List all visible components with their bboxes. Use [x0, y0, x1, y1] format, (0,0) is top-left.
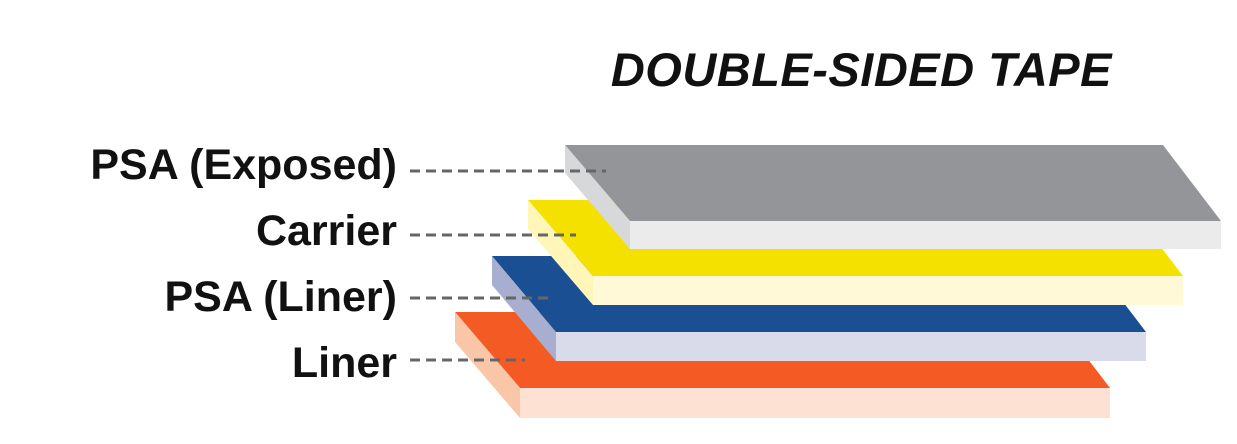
label-psa-liner: PSA (Liner) [164, 273, 397, 321]
layer-liner-side [455, 312, 520, 418]
layer-carrier-front [593, 276, 1183, 305]
label-liner: Liner [291, 339, 397, 387]
layer-carrier-side [528, 200, 593, 305]
layer-psa-exposed-top [565, 145, 1221, 221]
label-carrier: Carrier [255, 207, 397, 255]
layer-liner-front [520, 388, 1110, 418]
layer-psa-exposed-side [565, 145, 630, 249]
layer-psa-liner-front [556, 332, 1146, 361]
layer-psa-liner-side [492, 256, 556, 361]
label-psa-exposed: PSA (Exposed) [90, 141, 397, 189]
layer-psa-exposed-front [630, 221, 1221, 249]
layer-psa-exposed [565, 145, 1221, 249]
diagram-title: DOUBLE-SIDED TAPE [610, 43, 1112, 96]
